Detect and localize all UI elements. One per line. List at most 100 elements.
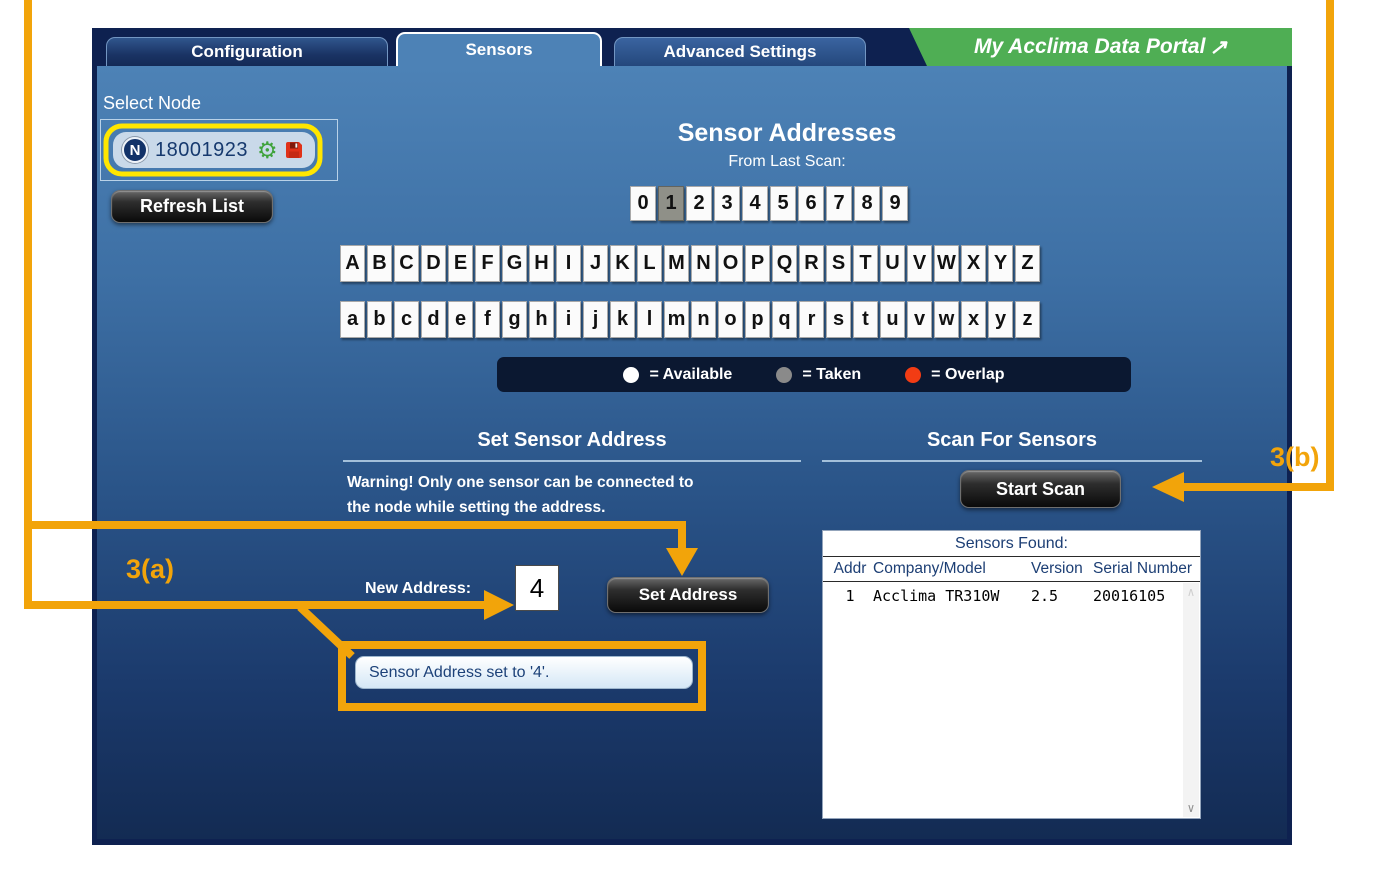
new-address-input[interactable] [515, 565, 559, 611]
refresh-list-button[interactable]: Refresh List [111, 190, 273, 223]
address-key-c: c [394, 301, 419, 338]
node-item[interactable]: N 18001923 ⚙ [113, 132, 315, 168]
address-key-3: 3 [714, 186, 740, 221]
address-key-d: d [421, 301, 446, 338]
address-key-j: j [583, 301, 608, 338]
content-area: Select Node N 18001923 ⚙ [97, 66, 1287, 839]
address-key-C: C [394, 245, 419, 282]
scroll-down-icon[interactable]: ∨ [1187, 801, 1195, 815]
sensors-found-rows: 1 Acclima TR310W 2.5 20016105 [823, 586, 1200, 607]
address-key-i: i [556, 301, 581, 338]
scroll-up-icon[interactable]: ∧ [1187, 585, 1195, 599]
refresh-list-label: Refresh List [139, 196, 245, 216]
column-header: Company/Model [873, 560, 986, 577]
legend-label: = Overlap [931, 365, 1005, 383]
address-key-Z: Z [1015, 245, 1040, 282]
new-address-label: New Address: [365, 580, 472, 597]
address-key-R: R [799, 245, 824, 282]
set-address-label: Set Address [638, 585, 738, 604]
address-key-S: S [826, 245, 851, 282]
node-badge-icon: N [122, 137, 148, 163]
select-node-label: Select Node [103, 93, 202, 113]
address-key-e: e [448, 301, 473, 338]
address-key-9: 9 [882, 186, 908, 221]
address-key-5: 5 [770, 186, 796, 221]
tab-advanced-settings[interactable]: Advanced Settings [614, 37, 866, 66]
address-key-E: E [448, 245, 473, 282]
address-key-0: 0 [630, 186, 656, 221]
legend-label: = Taken [802, 365, 862, 383]
address-key-1: 1 [658, 186, 684, 221]
start-scan-label: Start Scan [995, 478, 1086, 499]
legend-swatch [776, 366, 793, 383]
tab-configuration[interactable]: Configuration [106, 37, 388, 66]
address-key-o: o [718, 301, 743, 338]
address-key-N: N [691, 245, 716, 282]
legend-swatch [623, 366, 640, 383]
address-key-v: v [907, 301, 932, 338]
address-key-Q: Q [772, 245, 797, 282]
address-key-g: g [502, 301, 527, 338]
app-window: Configuration Sensors Advanced Settings … [92, 28, 1292, 845]
address-key-T: T [853, 245, 878, 282]
address-key-y: y [988, 301, 1013, 338]
scan-for-sensors-heading: Scan For Sensors [926, 429, 1098, 451]
address-key-w: w [934, 301, 959, 338]
table-row[interactable]: 1 Acclima TR310W 2.5 20016105 [823, 586, 1200, 607]
scan-section-divider [822, 460, 1202, 462]
column-header: Addr [833, 560, 867, 577]
legend-item: = Overlap [905, 365, 1005, 384]
status-message: Sensor Address set to '4'. [355, 656, 693, 689]
column-header: Version [1031, 560, 1083, 577]
address-key-t: t [853, 301, 878, 338]
status-message-text: Sensor Address set to '4'. [369, 663, 550, 681]
sensor-addresses-title: Sensor Addresses [677, 119, 897, 147]
tab-configuration-label: Configuration [191, 42, 303, 61]
legend-label: = Available [649, 365, 733, 383]
node-list: N 18001923 ⚙ [100, 119, 338, 181]
start-scan-button[interactable]: Start Scan [960, 470, 1121, 508]
legend-item: = Available [623, 366, 732, 384]
cell-addr: 1 [845, 587, 855, 605]
address-key-Y: Y [988, 245, 1013, 282]
save-icon[interactable] [285, 141, 303, 159]
address-key-6: 6 [798, 186, 824, 221]
cell-version: 2.5 [1031, 587, 1059, 605]
address-legend: = Available = Taken = Overlap [497, 357, 1131, 392]
address-key-u: u [880, 301, 905, 338]
address-key-2: 2 [686, 186, 712, 221]
address-key-U: U [880, 245, 905, 282]
cell-company_model: Acclima TR310W [873, 587, 1000, 605]
cell-serial: 20016105 [1093, 587, 1166, 605]
address-key-p: p [745, 301, 770, 338]
tab-advanced-settings-label: Advanced Settings [663, 42, 817, 61]
warning-line-2: the node while setting the address. [347, 499, 606, 516]
data-portal-link[interactable]: My Acclima Data Portal ↗ [909, 28, 1292, 66]
scrollbar[interactable]: ∧ ∨ [1183, 583, 1199, 817]
address-key-4: 4 [742, 186, 768, 221]
address-key-V: V [907, 245, 932, 282]
data-portal-label: My Acclima Data Portal [973, 35, 1206, 58]
header-bar: Configuration Sensors Advanced Settings … [92, 28, 1292, 66]
address-key-s: s [826, 301, 851, 338]
address-key-W: W [934, 245, 959, 282]
address-key-r: r [799, 301, 824, 338]
address-key-I: I [556, 245, 581, 282]
address-key-L: L [637, 245, 662, 282]
gear-icon[interactable]: ⚙ [256, 136, 278, 163]
set-sensor-address-heading: Set Sensor Address [477, 429, 667, 451]
address-key-M: M [664, 245, 689, 282]
address-key-J: J [583, 245, 608, 282]
legend-swatch [905, 366, 922, 383]
node-id: 18001923 [155, 138, 248, 161]
tab-sensors-label: Sensors [465, 40, 533, 59]
tab-sensors[interactable]: Sensors [396, 32, 602, 66]
address-key-b: b [367, 301, 392, 338]
set-address-button[interactable]: Set Address [607, 577, 769, 613]
address-key-l: l [637, 301, 662, 338]
address-key-P: P [745, 245, 770, 282]
